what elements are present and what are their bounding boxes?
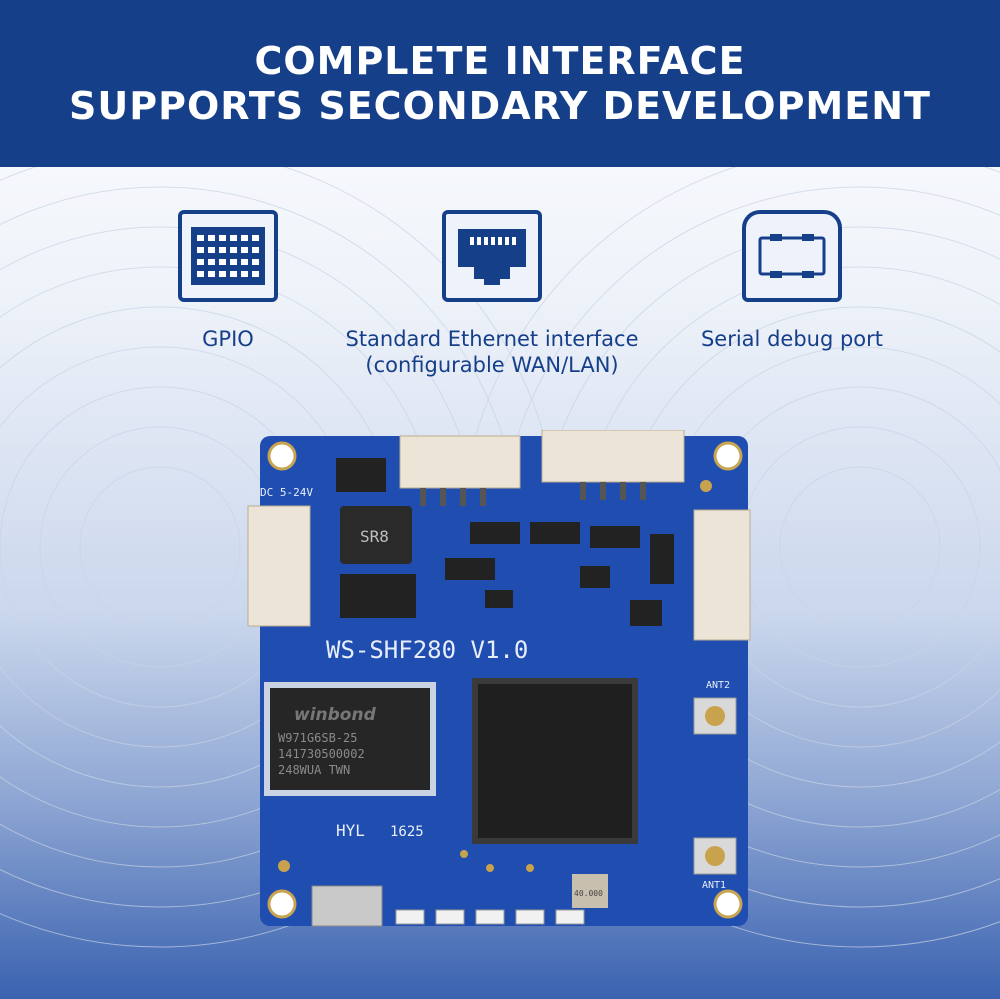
memory-brand: winbond bbox=[294, 705, 377, 725]
maker-label: HYL bbox=[336, 821, 365, 840]
inductor bbox=[340, 506, 412, 564]
solder-pads bbox=[278, 480, 712, 872]
crystal bbox=[572, 874, 608, 908]
feature-label-gpio: GPIO bbox=[202, 327, 254, 351]
usb-port-icon bbox=[758, 234, 826, 278]
header-banner: COMPLETE INTERFACE SUPPORTS SECONDARY DE… bbox=[0, 0, 1000, 167]
ethernet-label-line-1: Standard Ethernet interface bbox=[345, 327, 639, 351]
page-title: COMPLETE INTERFACE SUPPORTS SECONDARY DE… bbox=[69, 39, 931, 129]
status-leds bbox=[395, 909, 585, 925]
memory-part-number: W971G6SB-25 bbox=[278, 731, 357, 745]
ant1-label: ANT1 bbox=[702, 880, 726, 891]
gpio-pins-icon bbox=[191, 227, 265, 285]
date-code: 1625 bbox=[390, 824, 424, 840]
crystal-label: 40.000 bbox=[574, 889, 603, 898]
left-connector bbox=[247, 505, 311, 627]
feature-serial: Serial debug port bbox=[682, 210, 902, 352]
soc-chip bbox=[478, 684, 632, 838]
ethernet-label-line-2: (configurable WAN/LAN) bbox=[365, 353, 619, 377]
board-model: WS-SHF280 V1.0 bbox=[326, 636, 528, 664]
ant1-jack bbox=[705, 846, 725, 866]
mounting-holes bbox=[267, 441, 743, 919]
ant2-label: ANT2 bbox=[706, 680, 730, 691]
ethernet-icon-box bbox=[442, 210, 542, 302]
ethernet-port-icon bbox=[458, 229, 526, 285]
memory-serial: 141730500002 bbox=[278, 747, 365, 761]
feature-label-serial: Serial debug port bbox=[700, 327, 884, 351]
gpio-icon-box bbox=[178, 210, 278, 302]
serial-icon-box bbox=[742, 210, 842, 302]
title-line-1: COMPLETE INTERFACE bbox=[254, 38, 746, 83]
inductor-label: SR8 bbox=[360, 527, 389, 546]
feature-label-ethernet: Standard Ethernet interface (configurabl… bbox=[312, 326, 672, 378]
title-line-2: SUPPORTS SECONDARY DEVELOPMENT bbox=[69, 83, 931, 128]
ant2-jack bbox=[705, 706, 725, 726]
top-connectors bbox=[399, 430, 685, 506]
feature-ethernet: Standard Ethernet interface (configurabl… bbox=[312, 210, 672, 378]
power-label: DC 5-24V bbox=[260, 486, 313, 499]
debug-port bbox=[311, 885, 383, 927]
memory-lot: 248WUA TWN bbox=[278, 763, 350, 777]
right-connector bbox=[693, 509, 751, 641]
memory-chip bbox=[270, 688, 430, 790]
feature-gpio: GPIO bbox=[168, 210, 288, 352]
small-components bbox=[336, 458, 674, 626]
pcb-board: DC 5-24V SR8 WS-SHF280 V1.0 winbond W971… bbox=[247, 430, 751, 927]
